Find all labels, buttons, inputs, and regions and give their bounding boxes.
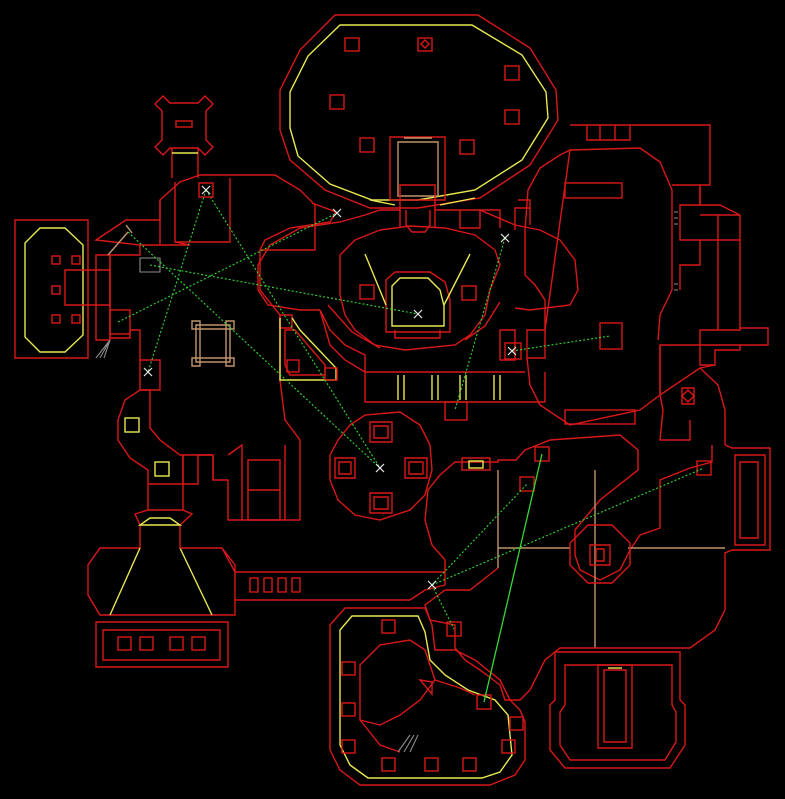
hub-south-corridor	[364, 329, 546, 421]
triangle-corridor	[279, 314, 338, 381]
teleport-link-east-nook	[454, 237, 506, 411]
teleport-link-west-to-hub	[117, 212, 338, 323]
teleport-link-hall-drop	[147, 189, 207, 373]
west-hall	[94, 174, 338, 521]
x-cross-icon	[500, 233, 510, 243]
southwest-arena	[87, 434, 713, 668]
teleport-link-ring-to-east	[511, 335, 611, 352]
teleport-markers	[143, 182, 517, 590]
north-dome-room	[279, 14, 559, 209]
east-room	[524, 124, 769, 445]
teleport-link-nw-to-plaza	[127, 231, 381, 469]
teleport-link-tower-to-plaza	[205, 189, 381, 469]
central-hub	[257, 184, 579, 373]
x-cross-icon	[413, 309, 423, 319]
teleport-link-cross-to-south	[431, 584, 455, 630]
teleport-link-hall-to-center	[149, 264, 419, 315]
teleport-link-cross-to-east	[431, 467, 705, 586]
teleport-links	[117, 189, 705, 703]
x-cross-icon	[375, 463, 385, 473]
south-basin	[329, 607, 526, 786]
teleport-link-basin-to-mid	[483, 453, 543, 703]
east-crossroads	[424, 444, 771, 701]
central-round-room	[329, 411, 433, 521]
teleport-link-cross-to-mid	[431, 483, 528, 586]
x-cross-icon	[507, 346, 517, 356]
x-cross-icon	[143, 367, 153, 377]
x-cross-icon	[427, 580, 437, 590]
southeast-room	[549, 651, 686, 769]
x-cross-icon	[198, 182, 214, 198]
west-capsule-room	[14, 219, 111, 359]
x-cross-icon	[332, 208, 342, 218]
northwest-shrine	[154, 95, 214, 178]
